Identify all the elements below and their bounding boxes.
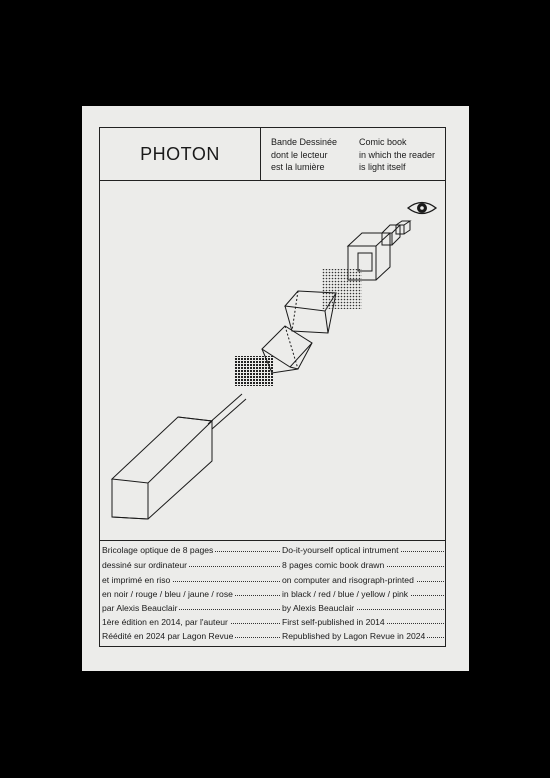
credit-row: Do-it-yourself optical intrument bbox=[282, 545, 444, 555]
credit-row: et imprimé en riso bbox=[102, 575, 280, 585]
credit-row: Réédité en 2024 par Lagon Revue bbox=[102, 631, 280, 641]
eye-icon bbox=[406, 201, 438, 215]
cover-frame bbox=[99, 127, 446, 647]
subtitle-english: Comic book in which the reader is light … bbox=[359, 136, 435, 174]
credit-row: dessiné sur ordinateur bbox=[102, 560, 280, 570]
flashlight-drawing bbox=[110, 393, 247, 520]
credit-row: Bricolage optique de 8 pages bbox=[102, 545, 280, 555]
credit-row: First self-published in 2014 bbox=[282, 617, 444, 627]
credits-divider bbox=[99, 540, 446, 541]
credit-row: 1ère édition en 2014, par l'auteur bbox=[102, 617, 280, 627]
credit-row: on computer and risograph-printed bbox=[282, 575, 444, 585]
dotted-halftone bbox=[322, 269, 362, 309]
credit-row: by Alexis Beauclair bbox=[282, 603, 444, 613]
page-title: PHOTON bbox=[140, 143, 220, 164]
title-divider bbox=[260, 127, 261, 180]
credit-row: en noir / rouge / bleu / jaune / rose bbox=[102, 589, 280, 599]
header-divider bbox=[99, 180, 446, 181]
cube-one bbox=[261, 325, 313, 374]
cover-illustration bbox=[110, 201, 438, 520]
subtitle-line: is light itself bbox=[359, 162, 406, 172]
small-cubes bbox=[381, 220, 412, 246]
credit-row: Republished by Lagon Revue in 2024 bbox=[282, 631, 444, 641]
subtitle-line: dont le lecteur bbox=[271, 149, 328, 160]
credit-row: par Alexis Beauclair bbox=[102, 603, 280, 613]
credit-row: 8 pages comic book drawn bbox=[282, 560, 444, 570]
credit-row: in black / red / blue / yellow / pink bbox=[282, 589, 444, 599]
subtitle-line: est la lumière bbox=[271, 162, 325, 172]
subtitle-line: Comic book bbox=[359, 137, 407, 147]
subtitle-french: Bande Dessinée dont le lecteur est la lu… bbox=[271, 136, 337, 174]
subtitle-line: in which the reader bbox=[359, 149, 436, 160]
subtitle-line: Bande Dessinée bbox=[271, 137, 338, 147]
